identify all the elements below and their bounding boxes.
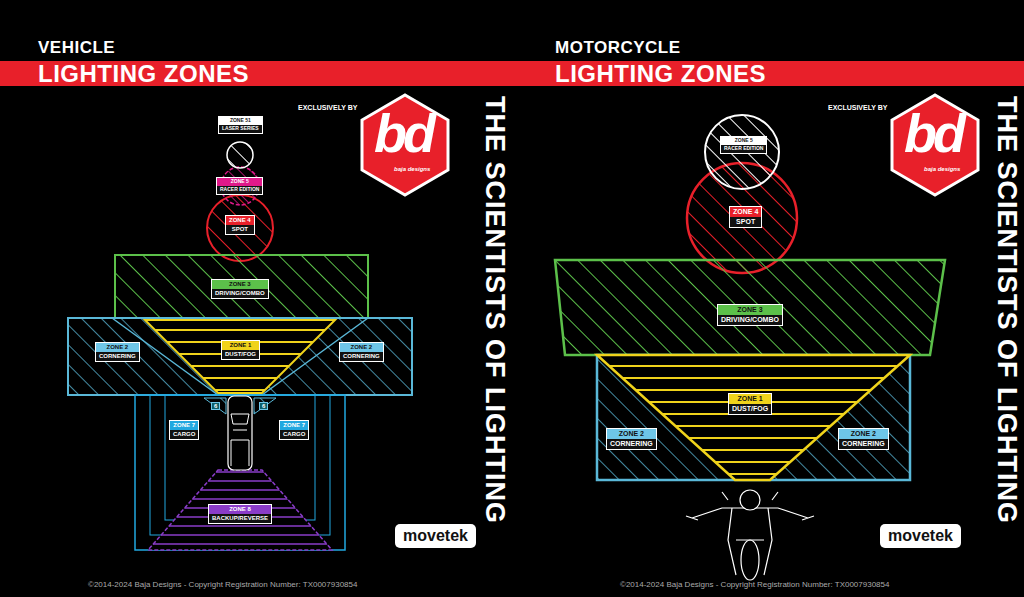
fog-stripes — [145, 320, 335, 393]
zone-name: DUST/FOG — [222, 350, 259, 359]
tagline: THE SCIENTISTS OF LIGHTING — [993, 96, 1020, 524]
zone-badge: ZONE 2CORNERING — [339, 342, 384, 362]
zone-number: ZONE 7 — [170, 421, 198, 430]
zone-name: CORNERING — [607, 439, 656, 449]
zone-number: ZONE 2 — [340, 343, 383, 352]
zone-number: ZONE 4 — [730, 207, 761, 217]
zone-number: ZONE 5 — [721, 137, 766, 145]
zone-name: RACER EDITION — [721, 145, 766, 153]
mirror-zone — [204, 398, 226, 414]
zone-name: DRIVING/COMBO — [212, 289, 268, 298]
zone-number: ZONE 3 — [718, 305, 782, 315]
headlight — [740, 490, 760, 510]
zone-number: ZONE 51 — [219, 117, 262, 125]
zone-name: CORNERING — [96, 352, 139, 361]
zone-badge: ZONE 7CARGO — [169, 420, 199, 440]
zone-number: 6 — [211, 402, 220, 410]
truck-details — [231, 414, 249, 466]
zone-badge: ZONE 4SPOT — [225, 215, 255, 235]
zone-name: DRIVING/COMBO — [718, 315, 782, 325]
zone-name: SPOT — [730, 217, 761, 227]
zone-name: CORNERING — [340, 352, 383, 361]
reverse-zone — [148, 470, 332, 550]
cornering-hatch — [597, 355, 910, 480]
zone-name: CORNERING — [839, 439, 888, 449]
brand-logo: bd — [374, 106, 432, 160]
zone-name: BACKUP/REVERSE — [209, 514, 271, 523]
fog-zone — [145, 320, 335, 393]
fog-stripes — [597, 355, 910, 480]
zone-number: ZONE 2 — [607, 429, 656, 439]
zone-badge: ZONE 3DRIVING/COMBO — [717, 304, 783, 326]
partner-badge: movetek — [880, 524, 961, 548]
cornering-zone — [597, 355, 910, 480]
zone-badge: ZONE 5RACER EDITION — [216, 177, 263, 195]
zone-badge: ZONE 2CORNERING — [95, 342, 140, 362]
zone-number: ZONE 5 — [217, 178, 262, 186]
zone-number: ZONE 7 — [280, 421, 308, 430]
zone-name: CARGO — [280, 430, 308, 439]
cargo-zone — [135, 395, 345, 550]
zone-number: ZONE 3 — [212, 280, 268, 289]
brand-name: baja designs — [924, 166, 960, 172]
racer-zone — [705, 115, 779, 189]
partner-badge: movetek — [395, 524, 476, 548]
copyright-note: ©2014-2024 Baja Designs - Copyright Regi… — [88, 580, 357, 589]
brand-logo: bd — [904, 106, 962, 160]
panel-heading: MOTORCYCLE — [555, 38, 681, 58]
panel-title: LIGHTING ZONES — [555, 60, 766, 88]
laser-zone — [227, 142, 253, 168]
fog-zone — [597, 355, 910, 480]
zone-number: ZONE 1 — [222, 341, 259, 350]
zone-number: 6 — [259, 402, 268, 410]
zone-number: ZONE 2 — [839, 429, 888, 439]
panel-heading: VEHICLE — [38, 38, 115, 58]
panel-title: LIGHTING ZONES — [38, 60, 249, 88]
zone-badge: ZONE 2CORNERING — [606, 428, 657, 450]
zone-name: LASER SERIES — [219, 125, 262, 133]
driving-zone — [115, 255, 368, 318]
zone-badge: ZONE 1DUST/FOG — [728, 393, 772, 415]
zone-badge: ZONE 1DUST/FOG — [221, 340, 260, 360]
driving-zone — [555, 260, 945, 355]
zone-badge: ZONE 2CORNERING — [838, 428, 889, 450]
logo-hexagon — [362, 95, 448, 195]
mirror-zone — [254, 398, 276, 414]
zone-badge: ZONE 3DRIVING/COMBO — [211, 279, 269, 299]
logo-hexagon — [892, 95, 978, 195]
zone-number: ZONE 8 — [209, 505, 271, 514]
zone-badge: ZONE 8BACKUP/REVERSE — [208, 504, 272, 524]
copyright-note: ©2014-2024 Baja Designs - Copyright Regi… — [620, 580, 889, 589]
zone-name: DUST/FOG — [729, 404, 771, 414]
zone-badge: ZONE 7CARGO — [279, 420, 309, 440]
brand-note: EXCLUSIVELY BY — [828, 104, 888, 111]
zone-number: ZONE 1 — [729, 394, 771, 404]
brand-name: baja designs — [394, 166, 430, 172]
zone-badge: ZONE 4SPOT — [729, 206, 762, 228]
brand-note: EXCLUSIVELY BY — [298, 104, 358, 111]
truck-outline — [228, 396, 252, 470]
front-wheel — [741, 540, 759, 580]
reverse-stripes — [148, 470, 332, 550]
cornering-zone — [68, 318, 412, 395]
zone-badge: ZONE 51LASER SERIES — [218, 116, 263, 134]
tagline: THE SCIENTISTS OF LIGHTING — [481, 96, 508, 524]
zone-name: CARGO — [170, 430, 198, 439]
zone-number: ZONE 4 — [226, 216, 254, 225]
cargo-zone — [150, 395, 330, 535]
zone-name: SPOT — [226, 225, 254, 234]
zone-number: ZONE 2 — [96, 343, 139, 352]
zone-badge: ZONE 5RACER EDITION — [720, 136, 767, 154]
cornering-hatch — [68, 318, 412, 395]
zone-name: RACER EDITION — [217, 186, 262, 194]
